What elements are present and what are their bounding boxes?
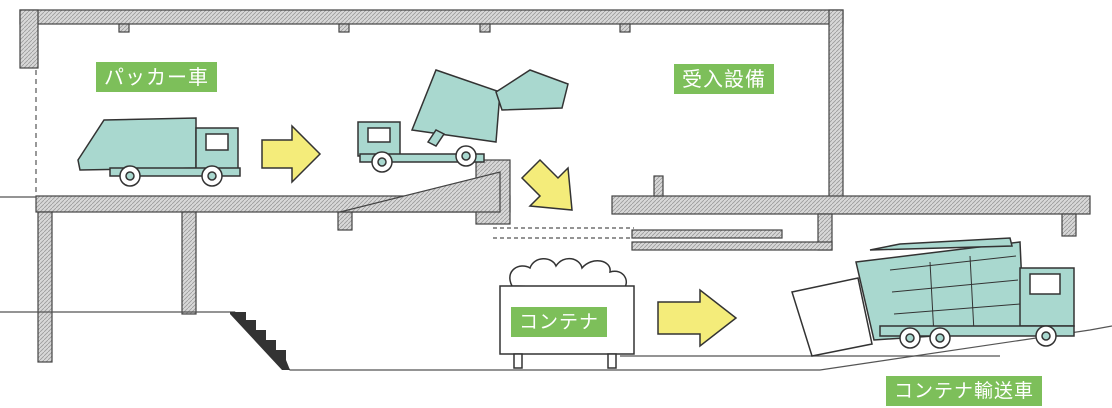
column bbox=[1061, 213, 1077, 237]
ramp-ground-line bbox=[516, 325, 1112, 371]
arrow-icon bbox=[657, 288, 738, 348]
ramp bbox=[339, 171, 501, 213]
roof-beam bbox=[338, 23, 350, 33]
arrow-icon bbox=[261, 124, 322, 184]
dashed-chute bbox=[493, 227, 634, 239]
dumping-truck-icon bbox=[357, 69, 569, 173]
column bbox=[37, 211, 53, 363]
container-truck-icon bbox=[791, 237, 1075, 357]
roof-slab bbox=[19, 9, 844, 25]
packer-truck-icon bbox=[77, 117, 241, 187]
outline-lines bbox=[0, 70, 1112, 371]
roof-beam bbox=[619, 23, 631, 33]
roof-beam bbox=[118, 23, 130, 33]
lower-beam bbox=[631, 241, 833, 251]
push-plate bbox=[631, 229, 783, 239]
right-wall bbox=[828, 9, 844, 199]
container-icon bbox=[499, 257, 635, 369]
arrow-icon bbox=[520, 158, 573, 211]
packer-truck-label: パッカー車 bbox=[96, 62, 217, 92]
stairs bbox=[230, 312, 290, 370]
intake-floor-slab bbox=[611, 195, 1091, 215]
container-transport-truck-label: コンテナ輸送車 bbox=[886, 376, 1043, 406]
curb bbox=[653, 175, 664, 197]
column bbox=[181, 211, 197, 315]
roof-beam bbox=[479, 23, 491, 33]
intake-facility-label: 受入設備 bbox=[674, 64, 774, 94]
left-wall-upper bbox=[19, 9, 39, 69]
beam bbox=[337, 211, 353, 231]
container-label: コンテナ bbox=[511, 307, 608, 337]
